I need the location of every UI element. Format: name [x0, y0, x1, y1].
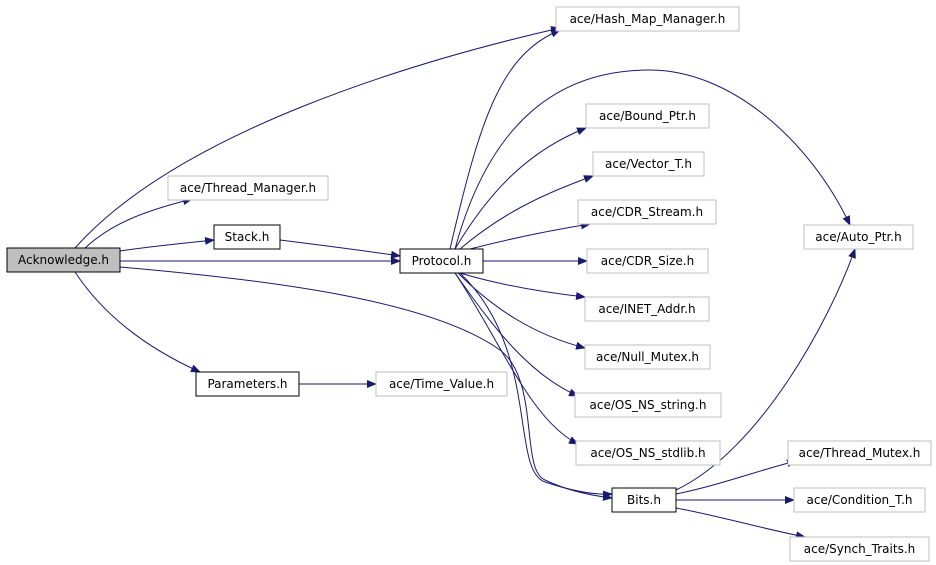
- node-box: [803, 224, 914, 250]
- node-box: [213, 224, 281, 250]
- edge-protocol-to-hash-map-manager: [449, 29, 561, 250]
- node-label: ace/INET_Addr.h: [598, 302, 695, 316]
- edge-protocol-to-os-ns-string: [454, 272, 579, 397]
- node-box: [575, 440, 721, 466]
- node-label: Bits.h: [627, 493, 661, 507]
- node-thread-manager[interactable]: ace/Thread_Manager.h: [167, 175, 329, 201]
- node-box: [399, 248, 484, 274]
- node-box: [611, 487, 677, 513]
- node-acknowledge[interactable]: Acknowledge.h: [6, 247, 121, 273]
- node-label: ace/Thread_Manager.h: [180, 181, 316, 195]
- node-box: [375, 371, 508, 397]
- node-bits[interactable]: Bits.h: [611, 487, 677, 513]
- node-box: [6, 247, 121, 273]
- edge-protocol-to-inet-addr: [459, 272, 586, 300]
- node-condition-t[interactable]: ace/Condition_T.h: [793, 487, 926, 513]
- node-label: Protocol.h: [412, 254, 472, 268]
- node-null-mutex[interactable]: ace/Null_Mutex.h: [584, 344, 711, 370]
- node-box: [592, 151, 705, 177]
- edge-protocol-to-bound-ptr: [454, 127, 587, 250]
- edge-protocol-to-os-ns-stdlib: [454, 272, 579, 445]
- node-vector-t[interactable]: ace/Vector_T.h: [592, 151, 705, 177]
- node-label: ace/Auto_Ptr.h: [815, 230, 901, 244]
- node-hash-map-manager[interactable]: ace/Hash_Map_Manager.h: [555, 6, 740, 32]
- node-box: [787, 440, 932, 466]
- node-thread-mutex[interactable]: ace/Thread_Mutex.h: [787, 440, 932, 466]
- edge-acknowledge-to-parameters: [74, 271, 201, 373]
- node-auto-ptr[interactable]: ace/Auto_Ptr.h: [803, 224, 914, 250]
- node-label: ace/Thread_Mutex.h: [799, 446, 921, 460]
- edge-acknowledge-to-thread-manager: [84, 197, 193, 249]
- edges-layer: [74, 26, 856, 540]
- node-label: ace/Bound_Ptr.h: [599, 109, 696, 123]
- edge-acknowledge-to-hash-map-manager: [74, 26, 561, 249]
- node-label: ace/OS_NS_stdlib.h: [590, 446, 705, 460]
- node-box: [577, 199, 717, 225]
- node-label: ace/Time_Value.h: [389, 377, 494, 391]
- edge-protocol-to-vector-t: [459, 175, 594, 250]
- node-bound-ptr[interactable]: ace/Bound_Ptr.h: [585, 103, 710, 129]
- node-label: ace/Synch_Traits.h: [804, 542, 915, 556]
- edge-bits-to-auto-ptr: [675, 248, 856, 491]
- nodes-layer: Acknowledge.h ace/Hash_Map_Manager.h ace/T…: [6, 6, 932, 562]
- node-label: ace/Vector_T.h: [605, 157, 692, 171]
- node-cdr-stream[interactable]: ace/CDR_Stream.h: [577, 199, 717, 225]
- node-box: [584, 344, 711, 370]
- node-box: [586, 248, 709, 274]
- edge-protocol-to-bits: [459, 272, 613, 499]
- node-label: ace/Hash_Map_Manager.h: [570, 12, 726, 26]
- edge-bits-to-synch-traits: [675, 507, 806, 540]
- node-os-ns-string[interactable]: ace/OS_NS_string.h: [574, 392, 722, 418]
- node-box: [585, 103, 710, 129]
- node-box: [584, 296, 710, 322]
- edge-acknowledge-to-bits: [119, 266, 613, 501]
- node-box: [555, 6, 740, 32]
- edge-acknowledge-to-stack: [119, 236, 215, 252]
- node-label: ace/CDR_Size.h: [601, 254, 694, 268]
- node-time-value[interactable]: ace/Time_Value.h: [375, 371, 508, 397]
- node-label: Parameters.h: [207, 377, 287, 391]
- node-synch-traits[interactable]: ace/Synch_Traits.h: [789, 536, 930, 562]
- node-parameters[interactable]: Parameters.h: [195, 371, 300, 397]
- edge-protocol-to-auto-ptr: [454, 69, 851, 250]
- node-inet-addr[interactable]: ace/INET_Addr.h: [584, 296, 710, 322]
- node-cdr-size[interactable]: ace/CDR_Size.h: [586, 248, 709, 274]
- edge-protocol-to-cdr-stream: [469, 221, 591, 250]
- node-stack[interactable]: Stack.h: [213, 224, 281, 250]
- node-label: ace/Condition_T.h: [807, 493, 913, 507]
- node-box: [789, 536, 930, 562]
- node-box: [167, 175, 329, 201]
- node-box: [574, 392, 722, 418]
- node-box: [793, 487, 926, 513]
- node-protocol[interactable]: Protocol.h: [399, 248, 484, 274]
- node-box: [195, 371, 300, 397]
- node-label: ace/Null_Mutex.h: [596, 350, 699, 364]
- node-os-ns-stdlib[interactable]: ace/OS_NS_stdlib.h: [575, 440, 721, 466]
- node-label: ace/CDR_Stream.h: [591, 205, 703, 219]
- node-label: Acknowledge.h: [18, 253, 109, 267]
- node-label: ace/OS_NS_string.h: [590, 398, 707, 412]
- edge-stack-to-protocol: [279, 239, 401, 259]
- edge-bits-to-thread-mutex: [675, 459, 797, 495]
- node-label: Stack.h: [225, 230, 270, 244]
